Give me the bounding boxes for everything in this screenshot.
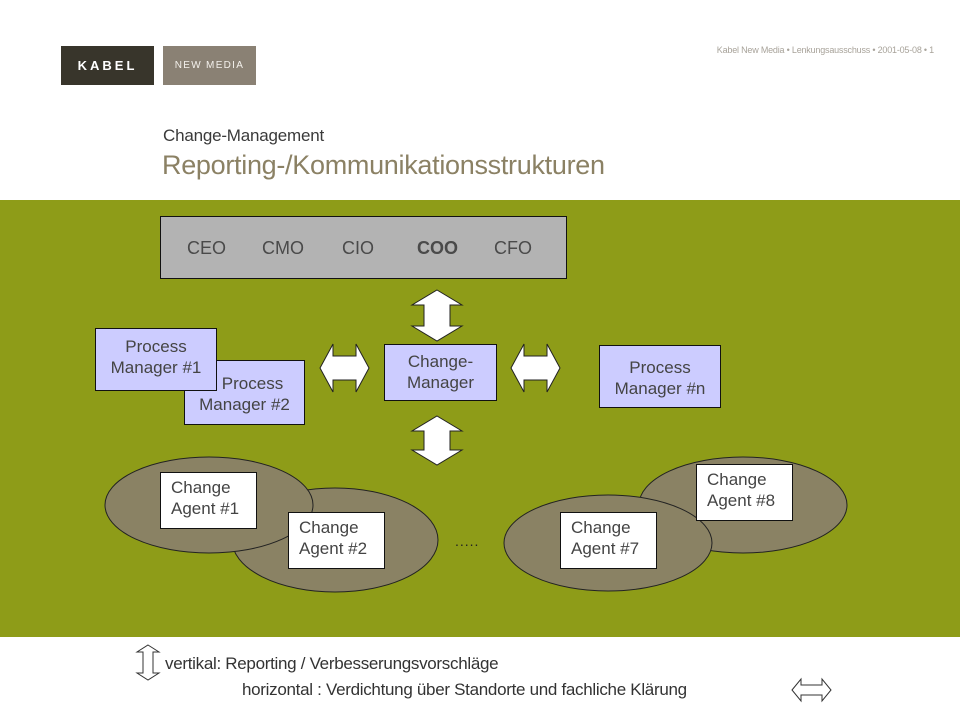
process-manager-2: Process Manager #2 (184, 360, 305, 425)
change-agent-1-line1: Change (171, 478, 231, 497)
change-manager-line2: Manager (406, 373, 475, 392)
change-agent-2: Change Agent #2 (288, 512, 385, 569)
c-suite-cio: CIO (342, 238, 375, 258)
c-suite-cmo: CMO (262, 238, 304, 258)
legend-horizontal-arrow-icon (791, 677, 832, 703)
change-manager-box: Change- Manager (384, 344, 497, 401)
legend-vertical-text: vertikal: Reporting / Verbesserungsvorsc… (165, 654, 499, 673)
process-manager-n-line1: Process (629, 358, 691, 377)
c-suite-box: CEO CMO CIO COO CFO (160, 216, 567, 279)
change-agent-2-line1: Change (299, 518, 359, 537)
process-manager-1-line2: Manager #1 (110, 358, 202, 377)
change-agent-1: Change Agent #1 (160, 472, 257, 529)
change-agent-8: Change Agent #8 (696, 464, 793, 521)
double-arrow-horizontal-icon (319, 343, 370, 393)
process-manager-1: Process Manager #1 (95, 328, 217, 391)
legend-horizontal-text: horizontal : Verdichtung über Standorte … (242, 680, 687, 699)
double-arrow-vertical-icon (410, 415, 464, 466)
slide-title: Reporting-/Kommunikationsstrukturen (162, 150, 605, 180)
process-manager-2-line2: Manager #2 (199, 395, 290, 414)
slide-subtitle: Change-Management (163, 126, 325, 145)
change-agent-2-line2: Agent #2 (299, 539, 368, 558)
change-agent-7-line2: Agent #7 (571, 539, 640, 558)
process-manager-1-line1: Process (125, 337, 187, 356)
double-arrow-vertical-icon (410, 289, 464, 342)
change-agent-7-line1: Change (571, 518, 631, 537)
c-suite-coo: COO (417, 238, 459, 258)
process-manager-n: Process Manager #n (599, 345, 721, 408)
more-agents-ellipsis: ..... (455, 533, 480, 549)
logo-new-media: NEW MEDIA (163, 46, 256, 85)
change-agent-8-line2: Agent #8 (707, 491, 776, 510)
c-suite-cfo: CFO (494, 238, 532, 258)
change-agent-8-line1: Change (707, 470, 767, 489)
header-meta: Kabel New Media • Lenkungsausschuss • 20… (716, 45, 934, 55)
change-agent-1-line2: Agent #1 (171, 499, 240, 518)
process-manager-n-line2: Manager #n (614, 379, 706, 398)
c-suite-ceo: CEO (187, 238, 227, 258)
process-manager-2-line1: Process (221, 374, 284, 393)
double-arrow-horizontal-icon (510, 343, 561, 393)
change-manager-line1: Change- (407, 352, 474, 371)
change-agent-7: Change Agent #7 (560, 512, 657, 569)
logo-kabel: KABEL (61, 46, 154, 85)
legend-vertical-arrow-icon (135, 644, 161, 681)
